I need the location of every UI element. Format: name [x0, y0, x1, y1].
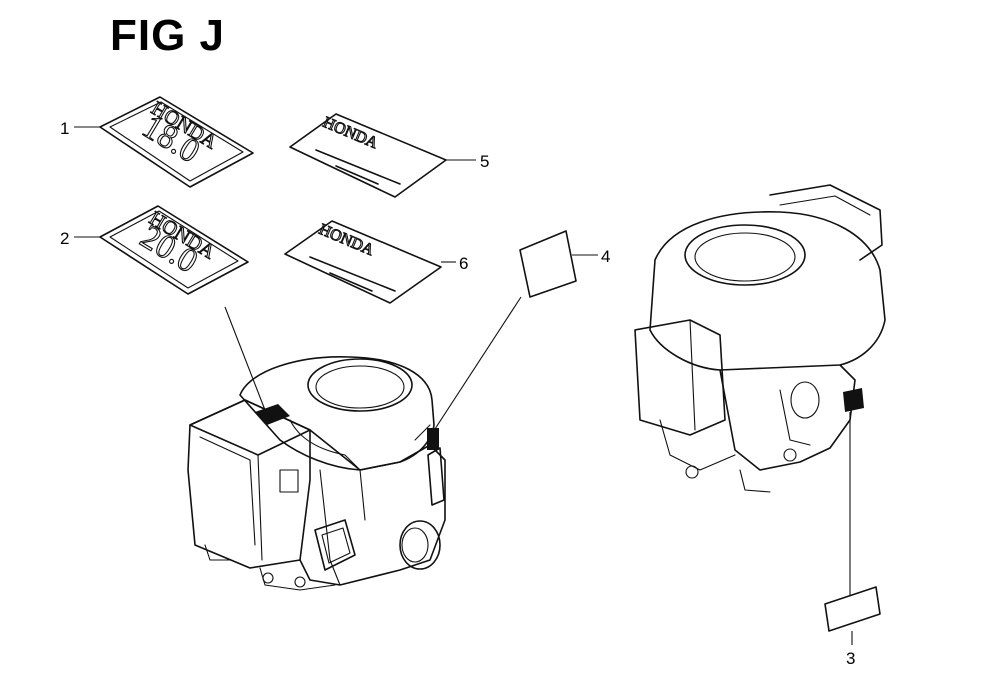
callout-5: 5 [480, 152, 489, 171]
callout-6: 6 [459, 254, 468, 273]
mark-decal-5: HONDA [289, 113, 447, 198]
leader-line-4b [432, 296, 522, 433]
installed-label-black [255, 404, 290, 425]
mark-decal-6: HONDA [284, 220, 442, 304]
callout-4: 4 [601, 247, 610, 266]
callout-1: 1 [60, 119, 69, 138]
emblem-decal-18: HONDA 18.0 [99, 96, 254, 188]
installed-label-side [427, 428, 439, 450]
leader-line-2b [224, 306, 266, 411]
engine-rear-view [634, 184, 886, 493]
label-rect-3 [824, 586, 881, 632]
engine-front-view [187, 356, 446, 591]
emblem-decal-20: HONDA 20.0 [99, 205, 249, 295]
label-square-4 [519, 230, 577, 298]
installed-label-rear [843, 388, 864, 412]
callout-3: 3 [846, 649, 855, 668]
figure-title: FIG J [110, 11, 226, 60]
callout-2: 2 [60, 229, 69, 248]
